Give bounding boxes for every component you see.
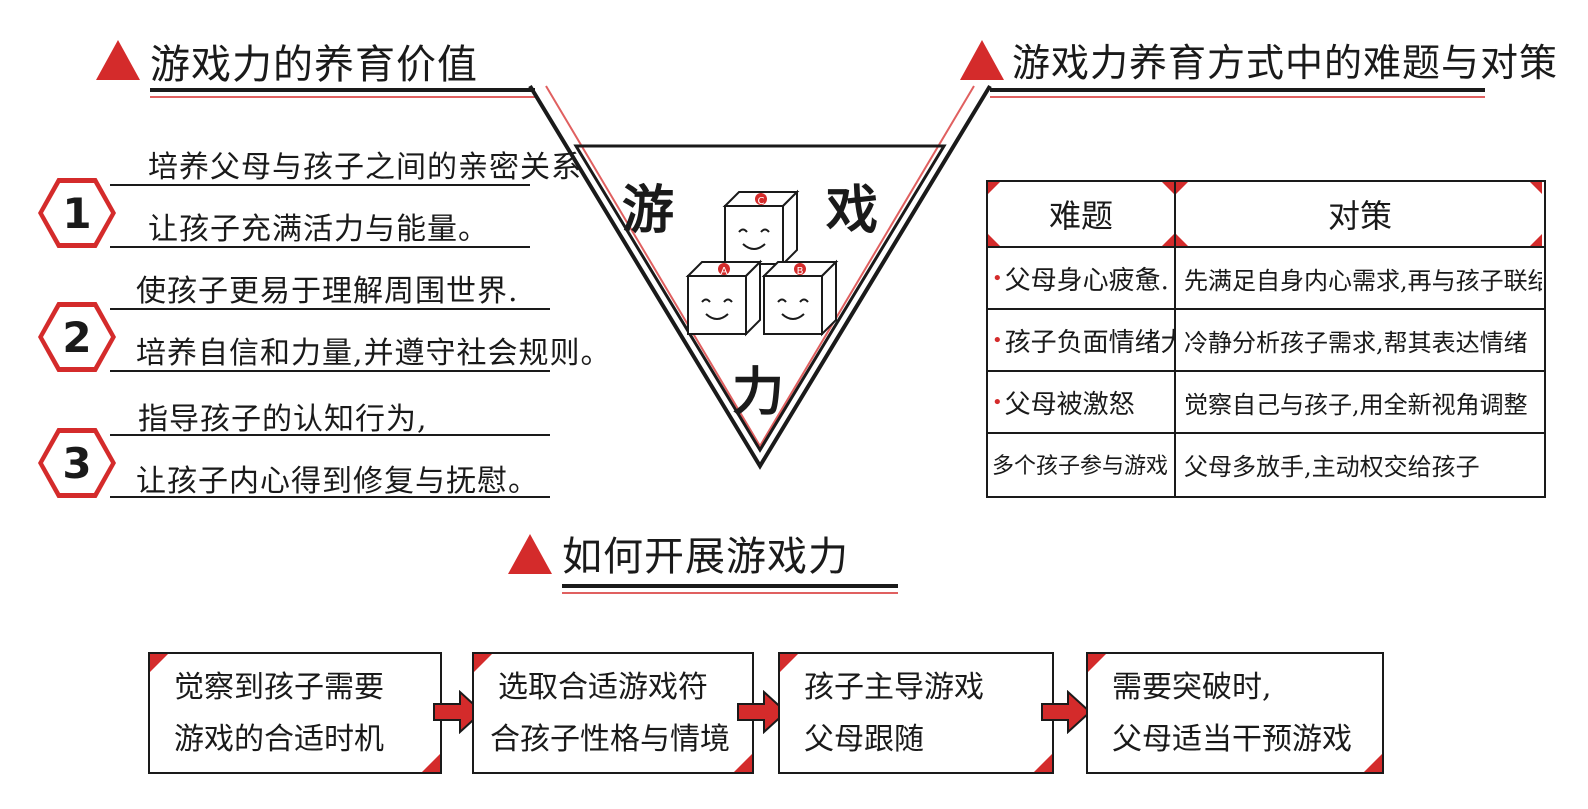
corner-accent — [1162, 182, 1174, 194]
corner-accent — [1176, 234, 1188, 246]
step-box-1: 觉察到孩子需要 游戏的合适时机 — [148, 652, 442, 774]
cube-b — [761, 259, 839, 337]
center-char-li: 力 — [732, 362, 785, 423]
arrow-right-icon — [433, 690, 484, 734]
bullet-dot: • — [992, 267, 1003, 289]
corner-accent — [1530, 182, 1542, 194]
table-row-divider-4 — [988, 432, 1544, 434]
value-3-rule-2 — [110, 496, 550, 498]
section-value-title: 游戏力的养育价值 — [150, 42, 478, 88]
value-2-rule-1 — [110, 308, 550, 310]
number-1: 1 — [43, 183, 111, 243]
cube-letter-c: C — [758, 196, 765, 207]
corner-accent — [1088, 654, 1106, 672]
section-value-rule-red — [150, 96, 535, 98]
number-badge-2: 2 — [38, 302, 116, 372]
section-howto-title: 如何开展游戏力 — [562, 534, 849, 580]
table-row-divider-1 — [988, 246, 1544, 248]
number-badge-3: 3 — [38, 428, 116, 498]
section-value-marker — [96, 40, 140, 80]
step-4-line-1: 需要突破时, — [1112, 670, 1272, 705]
table-col-divider — [1174, 182, 1176, 496]
table-cell-solution: 觉察自己与孩子,用全新视角调整 — [1184, 390, 1528, 419]
corner-accent — [1530, 234, 1542, 246]
table-cell-solution: 冷静分析孩子需求,帮其表达情绪 — [1184, 328, 1528, 357]
triangle-frame-outer — [528, 84, 992, 470]
center-triangle: C A B — [528, 84, 992, 470]
section-howto-rule — [562, 584, 898, 588]
bullet-dot: • — [992, 329, 1003, 351]
center-char-xi: 戏 — [826, 180, 879, 241]
table-cell-problem: •父母身心疲惫. — [992, 265, 1169, 296]
corner-accent — [988, 182, 1000, 194]
cube-c — [722, 189, 800, 267]
value-1-line-2: 让孩子充满活力与能量。 — [148, 212, 489, 247]
corner-accent — [422, 754, 440, 772]
value-3-rule-1 — [110, 434, 550, 436]
table-cell-solution: 父母多放手,主动权交给孩子 — [1184, 452, 1480, 481]
step-box-2: 选取合适游戏符 合孩子性格与情境 — [472, 652, 754, 774]
center-char-you: 游 — [622, 180, 675, 241]
cube-letter-b: B — [797, 266, 804, 277]
value-2-line-1: 使孩子更易于理解周围世界. — [136, 274, 519, 309]
bullet-dot: • — [992, 391, 1003, 413]
value-2-line-2: 培养自信和力量,并遵守社会规则。 — [136, 336, 612, 371]
cube-a — [685, 259, 763, 337]
step-3-line-2: 父母跟随 — [804, 722, 924, 757]
section-problems-rule-red — [990, 96, 1485, 98]
corner-accent — [474, 654, 492, 672]
value-1-line-1: 培养父母与孩子之间的亲密关系 — [148, 150, 582, 185]
corner-accent — [988, 234, 1000, 246]
step-3-line-1: 孩子主导游戏 — [804, 670, 984, 705]
number-2: 2 — [43, 307, 111, 367]
value-3-line-1: 指导孩子的认知行为, — [138, 402, 428, 437]
value-1-rule-2 — [110, 246, 530, 248]
step-2-line-1: 选取合适游戏符 — [498, 670, 708, 705]
triangle-inner — [573, 144, 947, 453]
step-box-4: 需要突破时, 父母适当干预游戏 — [1086, 652, 1384, 774]
section-problems-title: 游戏力养育方式中的难题与对策 — [1012, 41, 1559, 85]
problems-table: 难题 对策 •父母身心疲惫. 先满足自身内心需求,再与孩子联结 •孩子负面情绪大… — [986, 180, 1546, 498]
corner-accent — [734, 754, 752, 772]
corner-accent — [1034, 754, 1052, 772]
table-header-solution: 对策 — [1327, 197, 1392, 235]
step-box-3: 孩子主导游戏 父母跟随 — [778, 652, 1054, 774]
table-row-divider-3 — [988, 370, 1544, 372]
table-cell-solution: 先满足自身内心需求,再与孩子联结 — [1184, 266, 1542, 295]
cube-letter-a: A — [721, 266, 728, 277]
step-4-line-2: 父母适当干预游戏 — [1112, 722, 1352, 757]
section-problems-marker — [960, 40, 1004, 80]
value-3-line-2: 让孩子内心得到修复与抚慰。 — [136, 464, 539, 499]
triangle-frame-red — [545, 85, 975, 448]
number-badge-1: 1 — [38, 178, 116, 248]
section-problems-rule — [990, 88, 1485, 92]
section-howto-marker — [508, 534, 552, 574]
corner-accent — [150, 654, 168, 672]
section-value-rule — [150, 88, 535, 92]
table-cell-problem: •父母被激怒 — [992, 389, 1135, 420]
value-1-rule-1 — [110, 184, 530, 186]
step-1-line-1: 觉察到孩子需要 — [174, 670, 384, 705]
step-2-line-2: 合孩子性格与情境 — [490, 722, 730, 757]
table-cell-problem: •孩子负面情绪大 — [992, 327, 1174, 358]
arrow-right-icon — [737, 690, 788, 734]
table-row-divider-2 — [988, 308, 1544, 310]
table-header-problem: 难题 — [1048, 197, 1113, 235]
corner-accent — [1162, 234, 1174, 246]
step-1-line-2: 游戏的合适时机 — [174, 722, 384, 757]
section-howto-rule-red — [562, 592, 898, 594]
corner-accent — [1176, 182, 1188, 194]
number-3: 3 — [43, 433, 111, 493]
table-cell-problem: 多个孩子参与游戏 — [992, 454, 1169, 479]
corner-accent — [780, 654, 798, 672]
corner-accent — [1364, 754, 1382, 772]
value-2-rule-2 — [110, 370, 550, 372]
arrow-right-icon — [1041, 690, 1092, 734]
